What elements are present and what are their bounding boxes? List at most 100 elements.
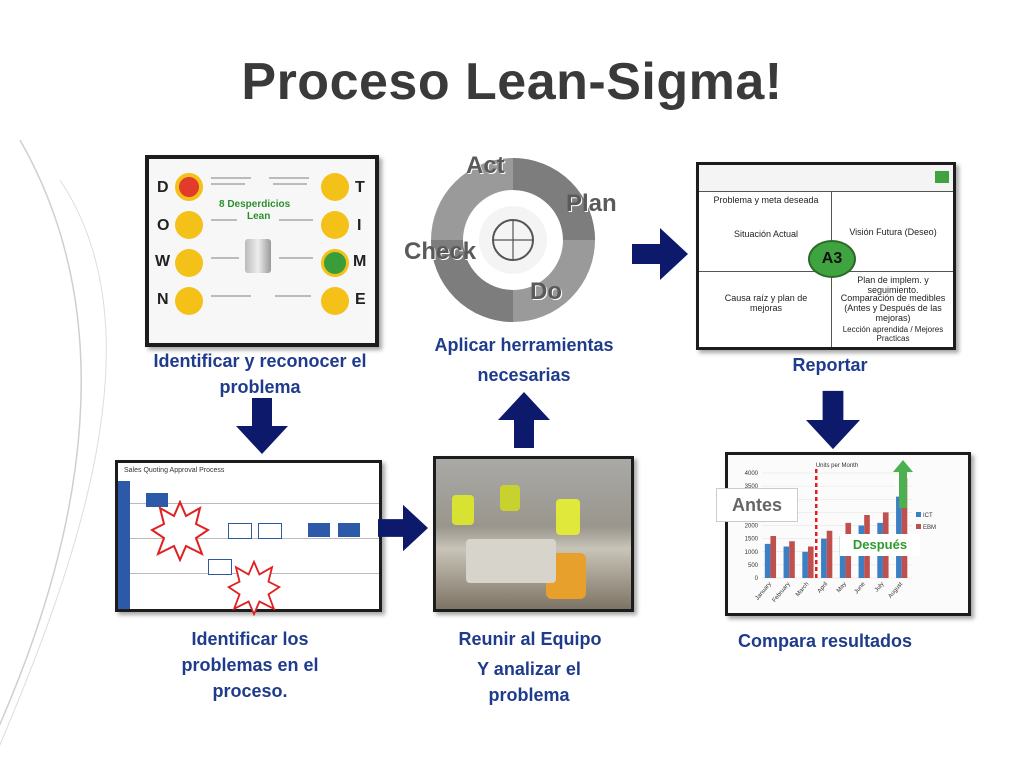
x-tick-label: August [888,581,905,599]
text-line [211,295,251,297]
waste-letter: I [357,217,362,234]
problem-burst-icon [150,500,210,562]
motion-icon [321,249,349,277]
legend-label: ICT [923,513,933,519]
process-step [308,523,330,537]
waste-panel: D O W N T I M E 8 Desperdicios Lean [145,155,379,347]
x-tick-label: January [755,581,773,601]
decorative-curves [0,139,107,746]
a3-leccion: Lección aprendida / Mejores Practicas [842,325,944,343]
caption-apply-1: Aplicar herramientas [434,335,614,355]
y-tick-label: 2000 [745,524,759,530]
inventory-icon [321,211,349,239]
y-tick-label: 3500 [745,484,759,490]
pdca-cycle [431,158,595,322]
waste-center-sub: Lean [247,211,271,222]
waste-letter: W [155,253,171,270]
arrow-right-icon [632,228,688,280]
arrow-up-icon [498,392,550,448]
text-line [279,219,313,221]
pdca-do-label: Do [530,278,562,305]
chart-bar [802,551,808,578]
problem-burst-icon [226,560,282,616]
chart-bar [826,530,833,578]
despues-label: Después [840,534,920,556]
y-tick-label: 500 [748,563,759,569]
page-title: Proceso Lean-Sigma! [241,53,783,111]
text-line [211,257,239,259]
transport-icon [321,173,349,201]
legend-swatch [916,512,921,517]
defects-icon [175,173,203,201]
chart-bar [901,478,908,578]
x-tick-label: March [795,581,810,598]
caption-process: Identificar los problemas en el proceso. [181,629,319,701]
process-step [338,523,360,537]
a3-comparacion: Comparación de medibles (Antes y Después… [840,293,946,323]
a3-situacion: Situación Actual [733,229,799,239]
swimlane-divider [118,503,379,504]
x-tick-label: May [836,581,848,594]
legend-label: EBM [923,525,936,531]
waste-letter: M [353,253,367,270]
text-line [211,177,251,179]
text-line [211,183,245,185]
caption-report: Reportar [792,355,868,375]
person-safety-vest [556,499,580,535]
chart-title: Units per Month [816,463,858,469]
arrow-down-icon [236,398,288,454]
waste-letter: E [355,291,366,308]
x-tick-label: February [772,581,792,603]
a3-badge: A3 [808,240,856,278]
caption-team-2: Y analizar el problema [477,659,581,705]
waste-letter: N [157,291,169,308]
better-arrow-icon [893,460,913,508]
process-map-title: Sales Quoting Approval Process [124,467,225,474]
caption-team-1: Reunir al Equipo [458,629,602,649]
pdca-plan-label: Plan [566,190,617,217]
unused-talent-icon [175,287,203,315]
chart-bar [789,541,795,578]
waste-letter: O [157,217,170,234]
arrow-right-icon [378,504,428,552]
chart-bar [770,536,777,578]
pdca-check-label: Check [404,238,477,265]
waste-letter: D [157,179,169,196]
text-line [211,219,237,221]
text-line [279,257,313,259]
waste-center-title: 8 Desperdicios [219,199,291,210]
caption-apply-2: necesarias [477,365,571,385]
extra-processing-icon [321,287,349,315]
pdca-act-label: Act [466,152,505,179]
caption-compare: Compara resultados [737,631,913,651]
x-tick-label: July [874,581,885,593]
a3-problema: Problema y meta deseada [713,195,819,205]
chart-bar [821,538,827,578]
process-step [258,523,282,539]
better-label: better [894,475,901,491]
person-safety-vest [452,495,474,525]
a3-vision: Visión Futura (Deseo) [849,227,937,237]
a3-plan-implem: Plan de implem. y seguimiento. [857,275,929,295]
chart-bar [839,536,846,578]
team-photo [433,456,634,612]
process-step [208,559,232,575]
person-safety-vest [500,485,520,511]
x-tick-label: April [817,581,829,594]
y-tick-label: 4000 [745,471,759,477]
text-line [275,295,311,297]
a3-causa: Causa raíz y plan de mejoras [724,293,808,313]
waste-letter: T [355,179,365,196]
caption-identify: Identificar y reconocer el problema [153,351,367,397]
waiting-icon [175,249,203,277]
table [466,539,556,583]
overproduction-icon [175,211,203,239]
chart-bar [764,543,771,578]
trash-can-icon [245,239,271,273]
text-line [273,183,307,185]
text-line [269,177,309,179]
a3-header-bar [699,165,953,192]
legend-swatch [916,524,921,529]
antes-label: Antes [716,488,798,522]
a3-status-icon [935,171,949,183]
